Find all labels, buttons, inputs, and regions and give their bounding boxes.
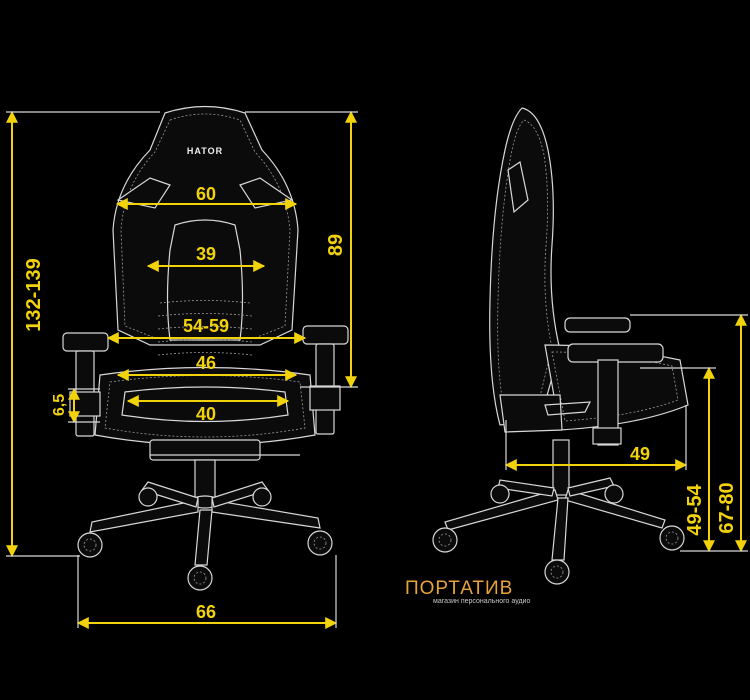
side-base [444,477,666,561]
seat-width-back-label: 46 [196,353,216,373]
armrest-height-label: 67-80 [716,482,738,533]
side-armrest [564,317,664,446]
front-chair-illustration [62,105,349,591]
side-casters [432,484,685,585]
seat-depth-label: 49 [630,444,650,464]
total-height-label: 132-139 [23,258,45,331]
side-dimensions: 49 49-54 67-80 [504,313,748,553]
seat-width-front-label: 40 [196,404,216,424]
side-chair-illustration [432,107,689,585]
seat-height-label: 49-54 [684,484,706,536]
backrest-height-label: 89 [325,234,347,256]
front-dimensions: 132-139 89 60 39 54-59 46 40 6,5 66 [6,110,358,629]
base-width-label: 66 [196,602,216,622]
armrest-span-label: 54-59 [183,316,229,336]
front-casters [77,487,333,591]
watermark-name: ПОРТАТИВ [405,578,514,599]
watermark-tagline: магазин персонального аудио [433,598,531,605]
store-watermark: ПОРТАТИВ магазин персонального аудио [405,578,530,605]
lumbar-width-label: 39 [196,244,216,264]
shoulder-width-label: 60 [196,184,216,204]
left-armrest [62,332,109,437]
armrest-adjust-label: 6,5 [51,394,68,416]
brand-logo: HATOR [187,146,223,156]
